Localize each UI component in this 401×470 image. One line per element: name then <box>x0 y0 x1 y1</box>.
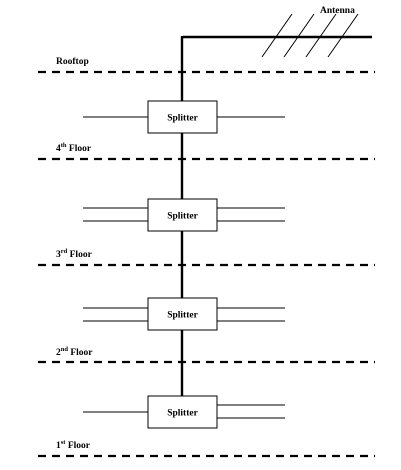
floor-3-label: 3rd Floor <box>56 248 93 260</box>
splitter-label: Splitter <box>167 212 198 222</box>
splitter-3rd-floor: Splitter <box>83 198 285 232</box>
floor-4-label: 4th Floor <box>56 142 92 154</box>
splitter-box <box>147 198 218 232</box>
antenna-element <box>305 13 337 58</box>
antenna-element <box>327 13 359 58</box>
splitter-label: Splitter <box>167 114 198 124</box>
antenna: Antenna <box>183 6 372 58</box>
floor-2-label: 2nd Floor <box>56 346 93 358</box>
antenna-label: Antenna <box>320 6 355 16</box>
antenna-element <box>283 13 315 58</box>
splitter-1st-floor: Splitter <box>83 395 285 429</box>
splitter-box <box>147 297 218 331</box>
splitter-2nd-floor: Splitter <box>83 297 285 331</box>
splitter-label: Splitter <box>167 409 198 419</box>
splitter-box <box>147 100 218 134</box>
splitter-label: Splitter <box>167 311 198 321</box>
splitter-box <box>147 395 218 429</box>
rooftop-label: Rooftop <box>56 57 89 67</box>
splitter-4th-floor: Splitter <box>83 100 285 134</box>
floor-1-label: 1st Floor <box>56 439 91 451</box>
antenna-element <box>261 13 293 58</box>
